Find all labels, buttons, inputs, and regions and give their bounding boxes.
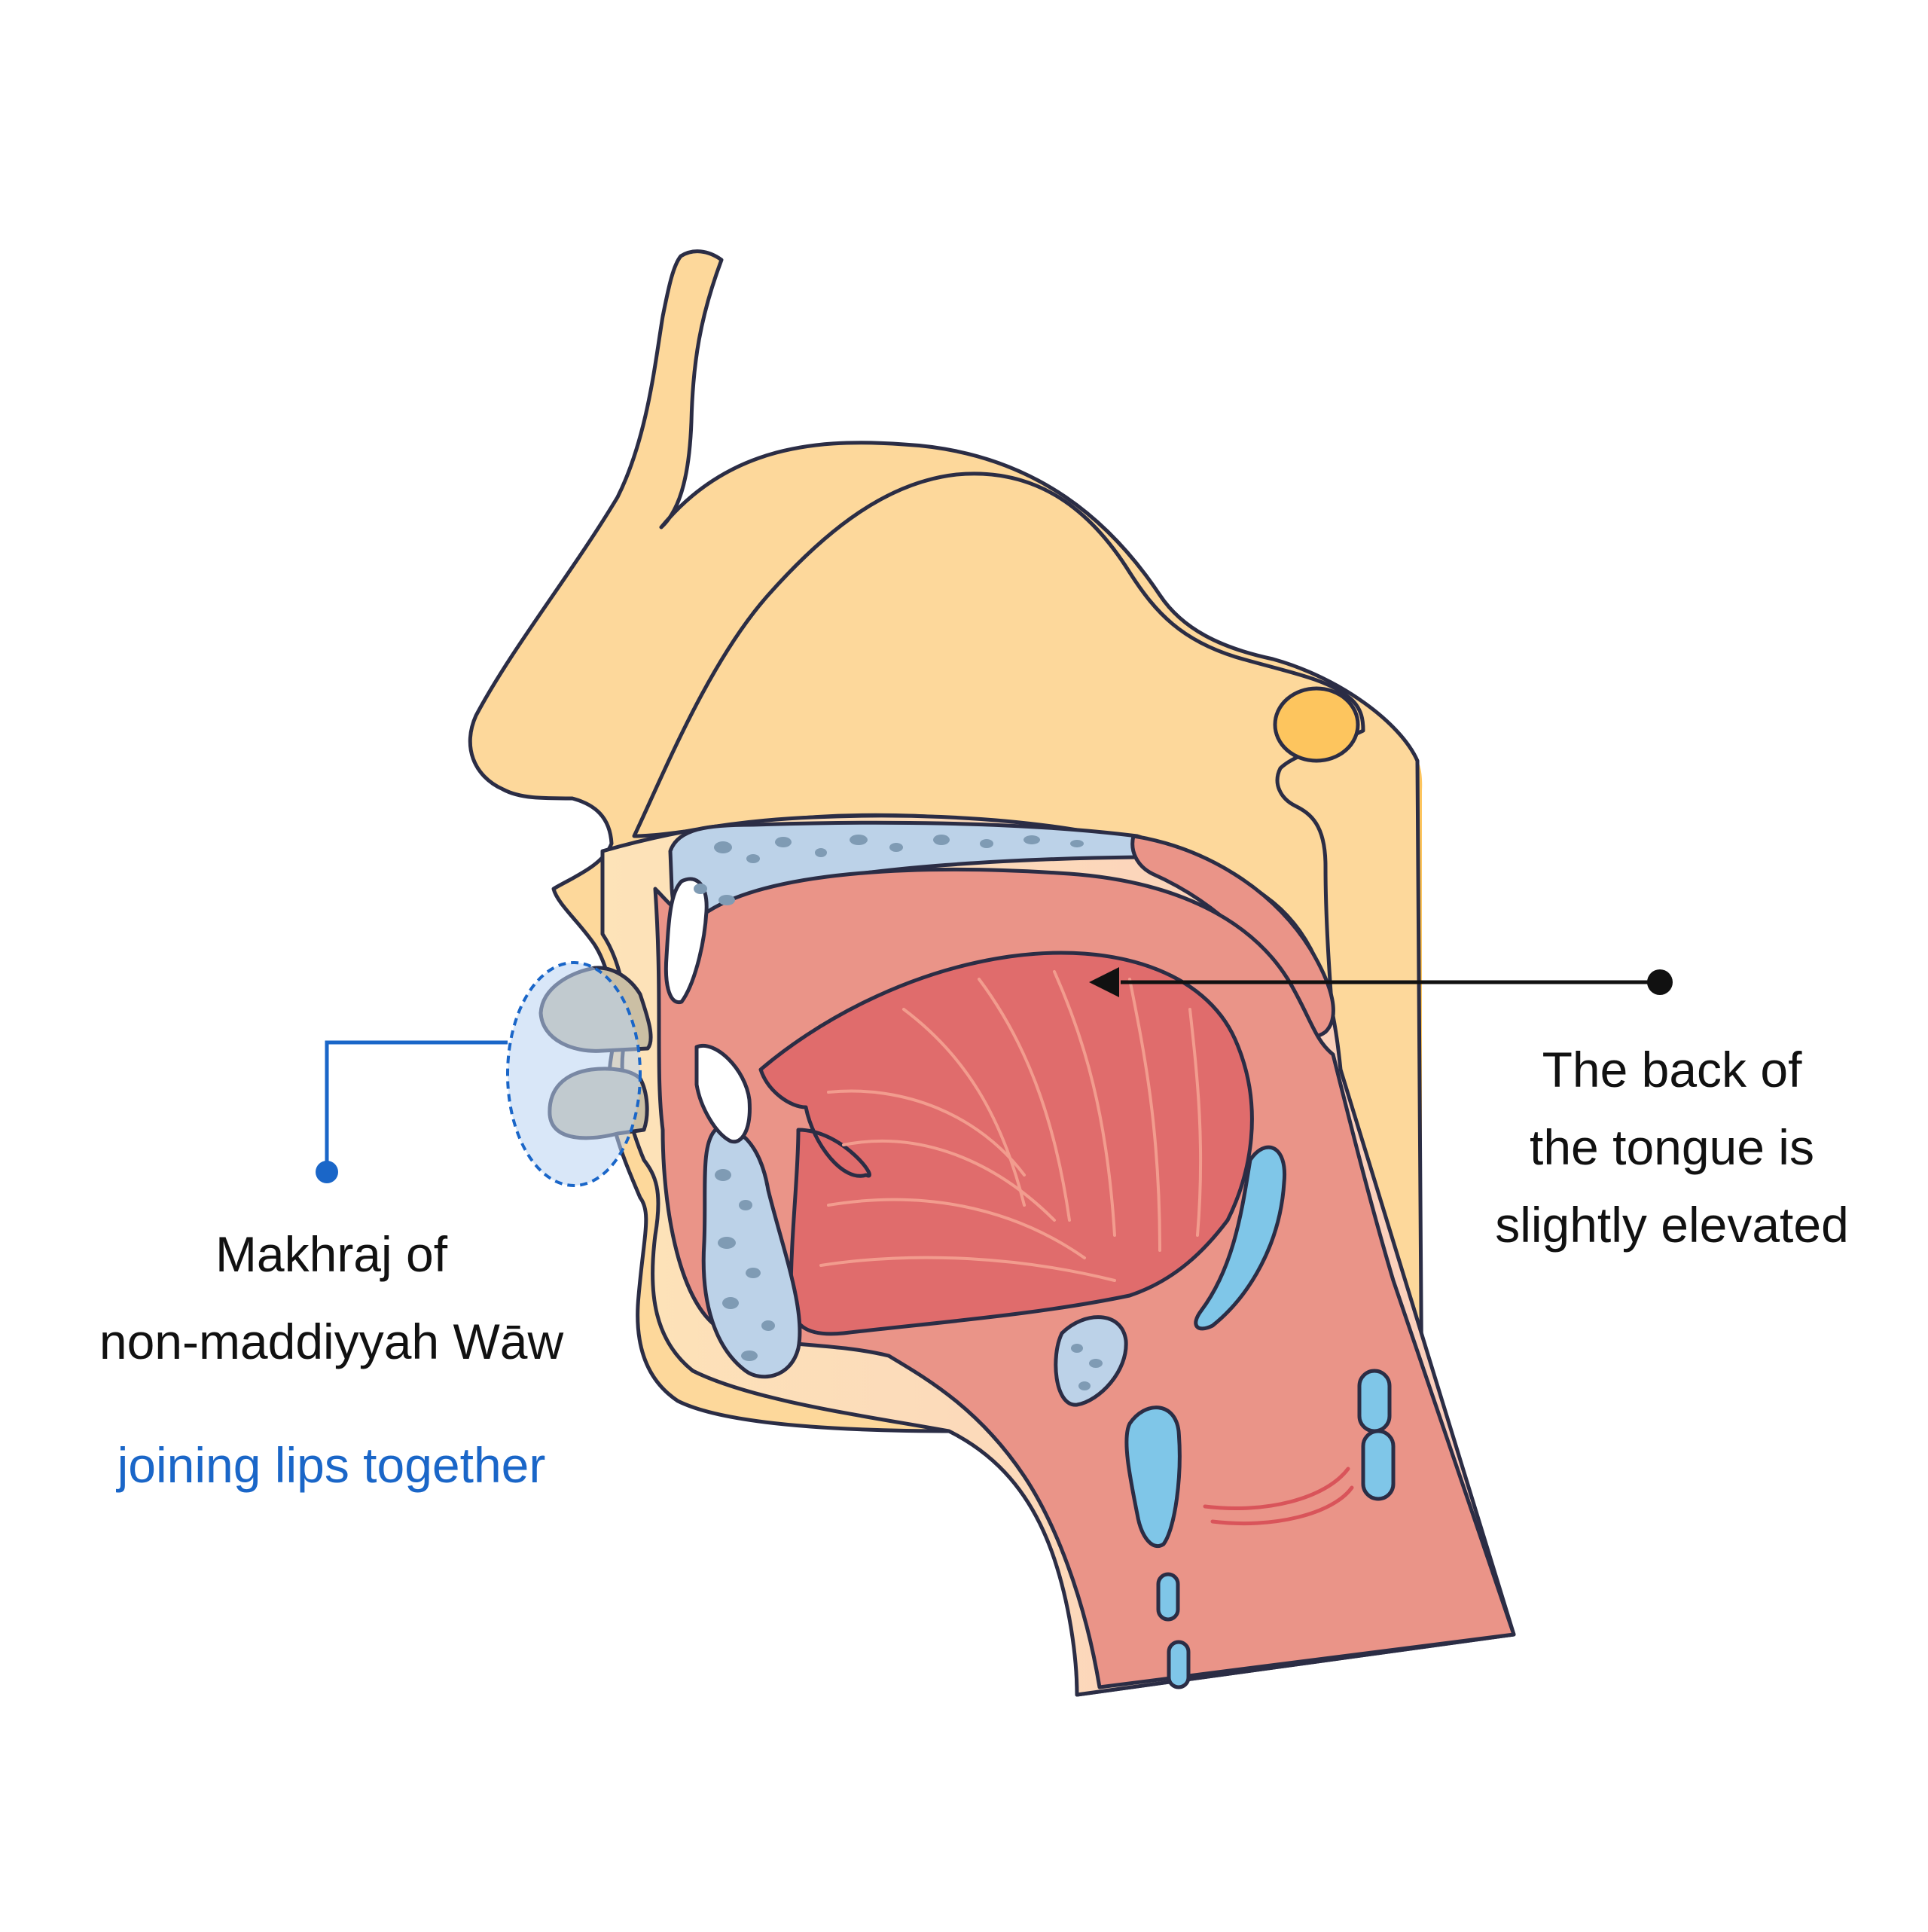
trachea-ring-1 <box>1156 1572 1180 1622</box>
makhraj-label-line1: Makhraj of <box>215 1226 448 1282</box>
sinus-oval <box>1273 686 1360 763</box>
bone-spots <box>694 835 1103 1390</box>
spinal-disc-1 <box>1361 1429 1396 1501</box>
pharynx-lines <box>1203 1467 1354 1526</box>
mandible-bone <box>701 1126 802 1379</box>
tongue-label-line1: The back of <box>1542 1042 1802 1097</box>
tongue-label-line2: the tongue is <box>1530 1119 1814 1175</box>
tongue-fibers <box>819 970 1203 1282</box>
makhraj-sublabel: joining lips together <box>117 1437 546 1493</box>
tongue-callout-arrow <box>1089 967 1673 997</box>
lower-incisor <box>694 1044 752 1144</box>
tongue-label-line3: slightly elevated <box>1495 1197 1849 1253</box>
epiglottis <box>1194 1145 1287 1331</box>
thyroid-cartilage <box>1124 1406 1182 1548</box>
upper-incisor <box>664 877 709 1005</box>
head-outline-group <box>468 249 1516 1697</box>
trachea-ring-2 <box>1167 1640 1191 1689</box>
spinal-disc-2 <box>1357 1369 1392 1433</box>
lips-highlight-area <box>506 961 642 1187</box>
makhraj-label-line2: non-maddiyyah Wāw <box>99 1314 564 1369</box>
makhraj-callout-connector <box>316 1040 508 1183</box>
tongue <box>758 951 1254 1336</box>
